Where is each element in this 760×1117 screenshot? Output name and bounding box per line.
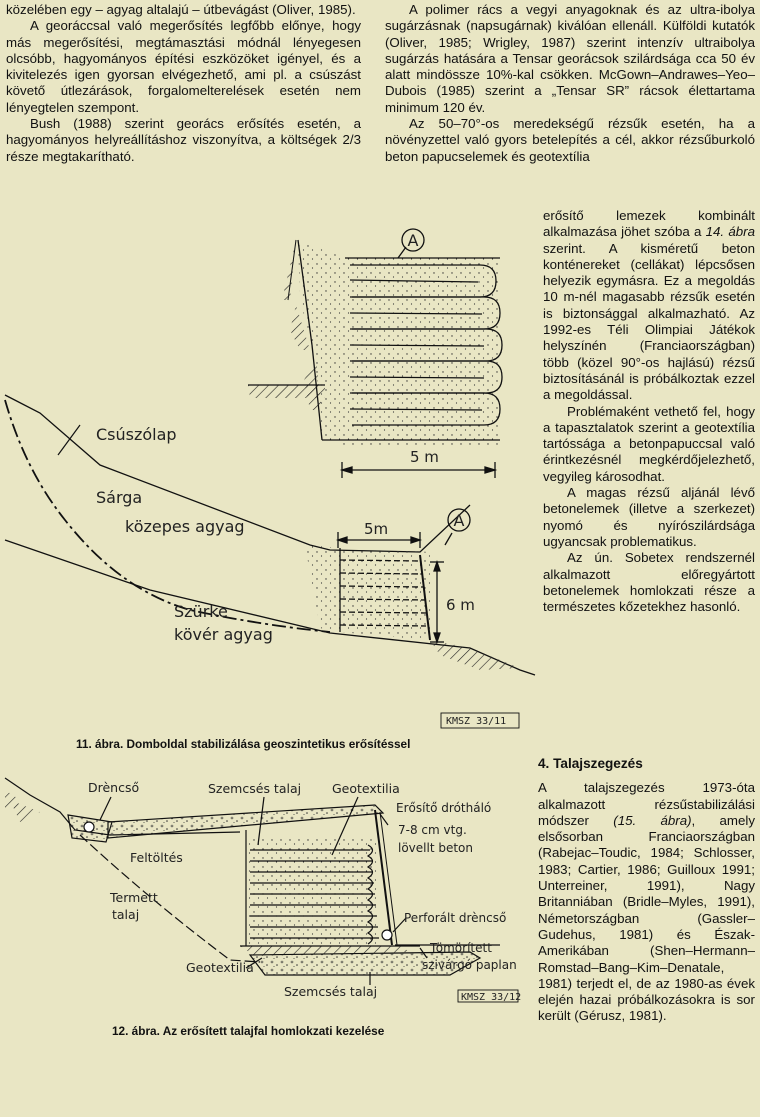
figure-code: KMSZ 33/12 — [461, 992, 521, 1003]
paragraph: A talajszegezés 1973-óta alkalmazott réz… — [538, 780, 755, 1024]
label-sarga: Sárga — [96, 488, 142, 507]
dimension-label: 5m — [364, 520, 388, 538]
dimension-label: 6 m — [446, 596, 475, 614]
figure-12-labels: Drèncső Szemcsés talaj Geotextilia Erősí… — [88, 780, 521, 1003]
label-tomoritett: Tömörített — [429, 941, 492, 955]
text-column-left-top: közelében egy – agyag altalajú – útbevág… — [6, 2, 361, 165]
section-heading: 4. Talajszegezés — [538, 756, 643, 771]
dimension-label: 5 m — [410, 448, 439, 466]
paragraph: erősítő lemezek kombinált alkalmazása jö… — [543, 208, 755, 403]
paragraph: Az 50–70°-os meredekségű rézsűk esetén, … — [385, 116, 755, 164]
paragraph: közelében egy – agyag altalajú – útbevág… — [6, 2, 356, 17]
text-column-right-middle: erősítő lemezek kombinált alkalmazása jö… — [543, 208, 755, 615]
figure-reference: 14. ábra — [705, 224, 755, 240]
paragraph: Problémaként vethető fel, hogy a tapaszt… — [543, 403, 755, 484]
label-feltoltes: Feltöltés — [130, 850, 183, 865]
label-perforalt-drencso: Perforált drèncső — [404, 911, 506, 925]
figure-code: KMSZ 33/11 — [446, 716, 506, 727]
label-erosito-drothalo: Erősítő drótháló — [396, 801, 491, 815]
label-szivargo-paplan: szivárgó paplan — [422, 958, 517, 972]
figure-reference: (15. ábra) — [613, 812, 692, 828]
label-drencso: Drèncső — [88, 780, 139, 795]
figure-11-labels: A A 5 m 5m 6 m Csúszólap Sárga közepes a… — [96, 231, 506, 727]
figure-11-slope-profile — [4, 394, 536, 729]
paragraph: Az ún. Sobetex rendszernél alkalmazott e… — [543, 550, 755, 615]
label-talaj: talaj — [112, 907, 139, 922]
paragraph: A georáccsal való megerősítés legfőbb el… — [6, 18, 361, 115]
label-termett: Termett — [109, 890, 158, 905]
label-szemcses-talaj-top: Szemcsés talaj — [208, 781, 301, 796]
paragraph: A polimer rács a vegyi anyagoknak és az … — [385, 2, 755, 115]
detail-marker-a: A — [454, 511, 465, 530]
detail-marker-a: A — [408, 231, 419, 250]
label-geotextilia-bottom: Geotextilia — [186, 960, 254, 975]
label-csuszolap: Csúszólap — [96, 425, 177, 444]
figure-11-diagram — [4, 228, 536, 729]
label-szurke: Szürke — [174, 602, 228, 621]
detail-a-wrapped-layers — [248, 228, 503, 478]
text-column-right-bottom: 4. Talajszegezés A talajszegezés 1973-ót… — [538, 752, 755, 1025]
text-column-right-top: A polimer rács a vegyi anyagoknak és az … — [385, 2, 755, 165]
label-kozepes-agyag: közepes agyag — [125, 517, 245, 536]
paragraph: A magas rézsű aljánál lévő betonelemek (… — [543, 485, 755, 549]
figure-11-caption: 11. ábra. Domboldal stabilizálása geoszi… — [76, 737, 411, 751]
paragraph: Bush (1988) szerint georács erősítés ese… — [6, 116, 361, 164]
figure-12-caption: 12. ábra. Az erősített talajfal homlokza… — [112, 1024, 385, 1038]
label-beton-vastagsag: 7-8 cm vtg. — [398, 823, 467, 837]
figure-12-diagram — [4, 777, 519, 1003]
label-kover-agyag: kövér agyag — [174, 625, 273, 644]
label-lovellt-beton: lövellt beton — [398, 841, 473, 855]
label-szemcses-talaj-bottom: Szemcsés talaj — [284, 984, 377, 999]
label-geotextilia-top: Geotextilia — [332, 781, 400, 796]
